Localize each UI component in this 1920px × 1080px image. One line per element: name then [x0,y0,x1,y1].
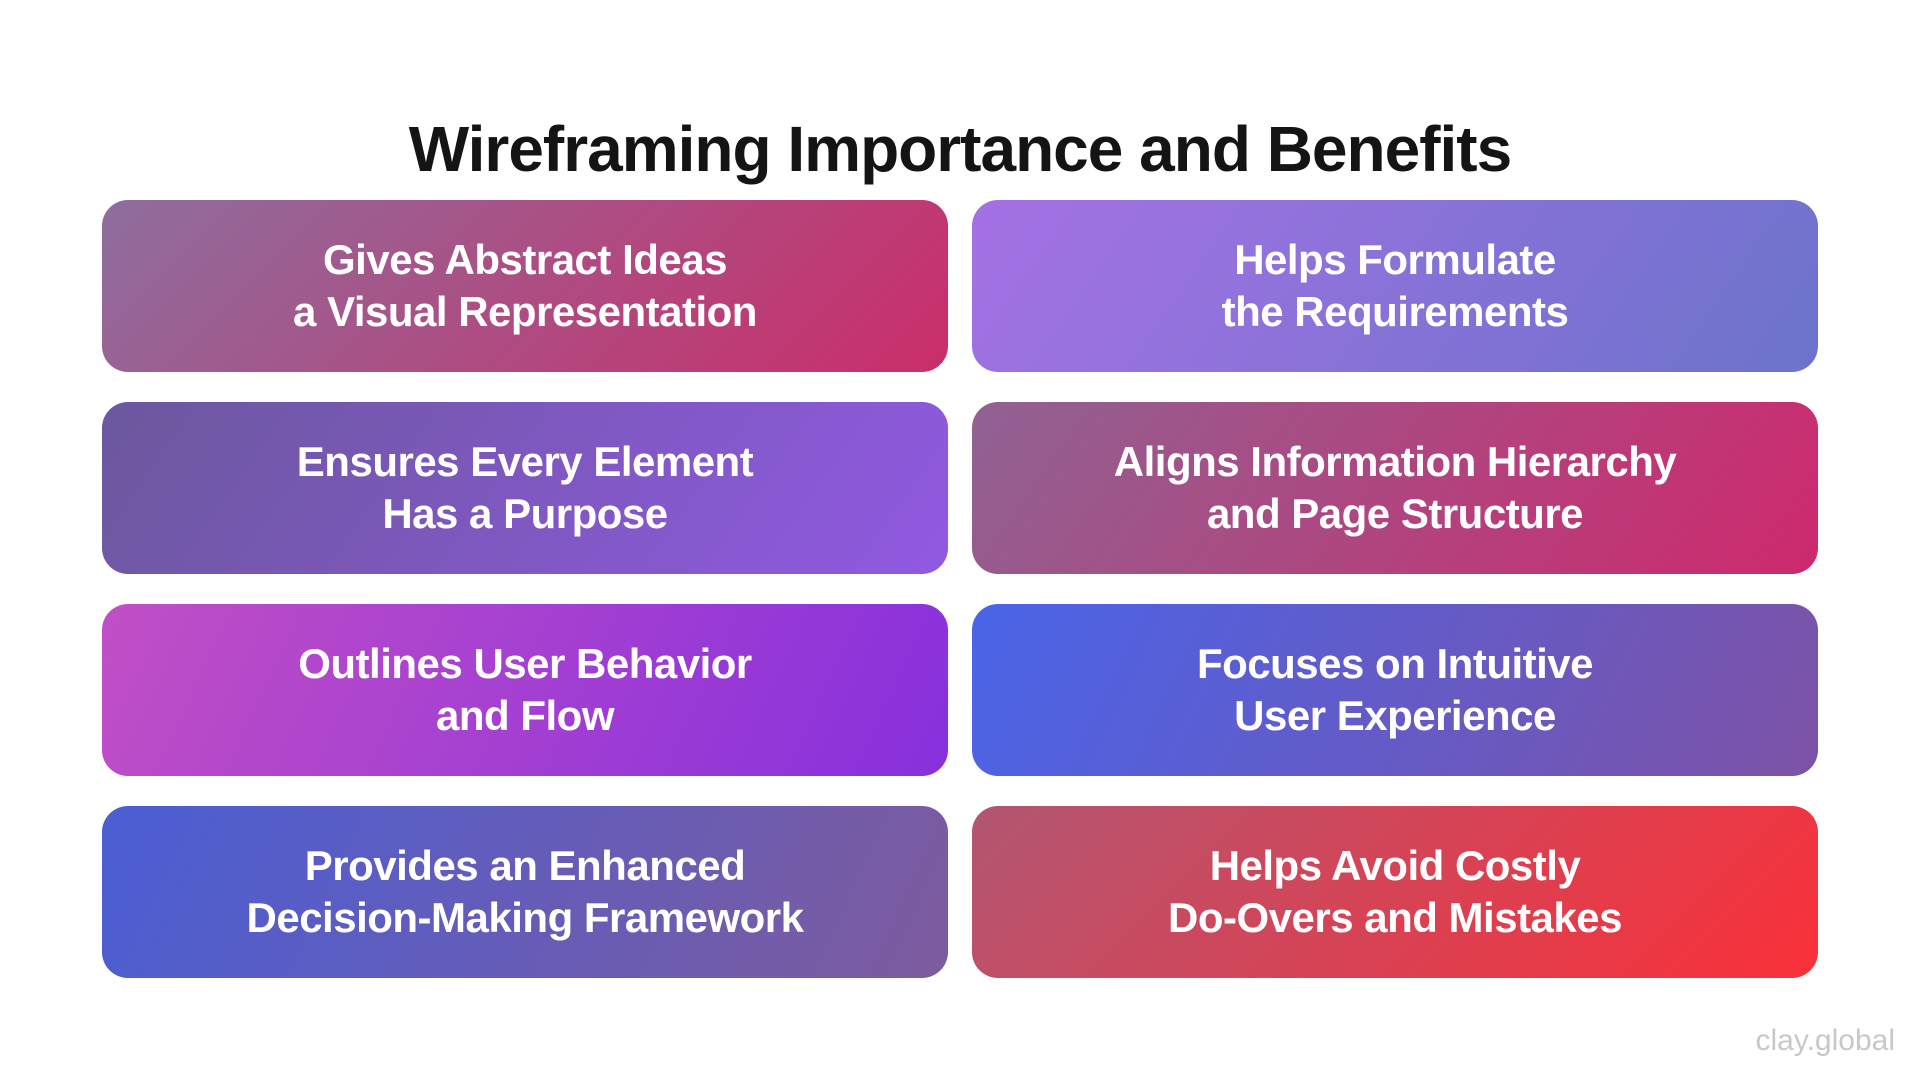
card-text-line: Helps Formulate [1234,235,1556,283]
benefit-card-outlines-user-behavior: Outlines User Behavior and Flow [102,604,948,776]
card-text-line: User Experience [1234,692,1556,739]
page-title: Wireframing Importance and Benefits [408,112,1512,185]
benefit-card-enhanced-decision-framework: Provides an Enhanced Decision-Making Fra… [102,806,948,978]
card-text-line: Helps Avoid Costly [1209,841,1581,889]
card-text-line: the Requirements [1221,288,1569,335]
card-text-line: Do-Overs and Mistakes [1167,894,1623,941]
card-text-line: and Flow [436,692,615,739]
card-text-line: Outlines User Behavior [298,639,752,687]
card-text-line: Decision-Making Framework [246,894,804,941]
card-text-line: and Page Structure [1206,490,1584,537]
benefit-card-avoids-costly-mistakes: Helps Avoid Costly Do-Overs and Mistakes [972,806,1818,978]
card-text-line: Provides an Enhanced [304,841,746,889]
card-text-line: Focuses on Intuitive [1196,639,1594,687]
benefit-card-gives-abstract-ideas: Gives Abstract Ideas a Visual Representa… [102,200,948,372]
card-text-line: Gives Abstract Ideas [323,235,727,283]
card-text-line: Aligns Information Hierarchy [1113,437,1677,485]
benefit-card-helps-formulate-requirements: Helps Formulate the Requirements [972,200,1818,372]
benefit-card-aligns-information-hierarchy: Aligns Information Hierarchy and Page St… [972,402,1818,574]
benefit-card-ensures-element-purpose: Ensures Every Element Has a Purpose [102,402,948,574]
card-text-line: Has a Purpose [382,490,668,537]
card-text-line: a Visual Representation [293,288,757,335]
watermark-clay-global: clay.global [1755,1024,1895,1057]
card-text-line: Ensures Every Element [296,437,754,485]
benefit-card-focuses-intuitive-ux: Focuses on Intuitive User Experience [972,604,1818,776]
benefits-grid: Gives Abstract Ideas a Visual Representa… [102,200,1818,978]
